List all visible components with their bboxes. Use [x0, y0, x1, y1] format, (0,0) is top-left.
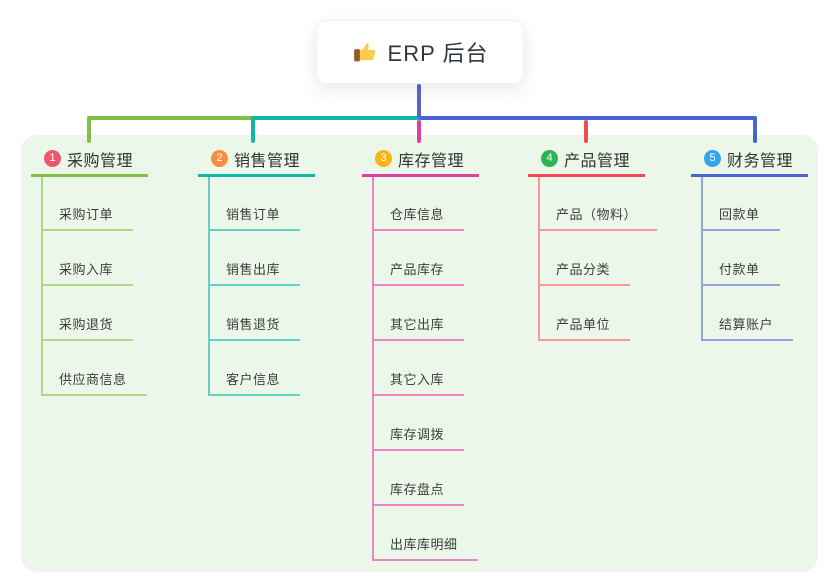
child-item[interactable]: 产品单位 [538, 316, 631, 341]
child-item[interactable]: 产品库存 [372, 261, 465, 286]
branch-sales: 2 销售管理 销售订单销售出库销售退货客户信息 [198, 0, 348, 588]
connector-branch-2-horizontal [251, 116, 421, 120]
branch-title: 采购管理 [67, 152, 134, 170]
child-item[interactable]: 其它入库 [372, 371, 465, 396]
child-item[interactable]: 产品（物料） [538, 206, 658, 231]
branch-trunk [208, 177, 210, 396]
connector-branch-3-drop [417, 120, 421, 143]
branches-panel [21, 135, 818, 572]
child-item[interactable]: 供应商信息 [41, 371, 147, 396]
branch-number-badge: 3 [375, 150, 392, 167]
child-item[interactable]: 结算账户 [701, 316, 794, 341]
root-node[interactable]: ERP 后台 [316, 20, 524, 84]
branch-trunk [701, 177, 703, 341]
connector-root-drop [417, 84, 421, 118]
branch-product: 4 产品管理 产品（物料） 产品分类产品单位 [528, 0, 678, 588]
connector-branch-1-drop [87, 116, 91, 143]
child-item[interactable]: 采购订单 [41, 206, 134, 231]
child-item[interactable]: 回款单 [701, 206, 780, 231]
child-item[interactable]: 销售退货 [208, 316, 301, 341]
child-item[interactable]: 出库库明细 [372, 536, 478, 561]
branch-title: 财务管理 [727, 152, 794, 170]
branch-trunk [538, 177, 540, 341]
child-item[interactable]: 仓库信息 [372, 206, 465, 231]
connector-branch-1-horizontal [87, 116, 255, 120]
child-item[interactable]: 销售出库 [208, 261, 301, 286]
child-item[interactable]: 产品分类 [538, 261, 631, 286]
branch-number-badge: 1 [44, 150, 61, 167]
branch-trunk [41, 177, 43, 396]
branch-finance-header[interactable]: 5 财务管理 [691, 146, 808, 177]
child-item[interactable]: 库存盘点 [372, 481, 465, 506]
child-item[interactable]: 库存调拨 [372, 426, 465, 451]
child-item[interactable]: 采购退货 [41, 316, 134, 341]
branch-finance: 5 财务管理 回款单付款单结算账户 [691, 0, 839, 588]
connector-branch-5-drop [753, 116, 757, 143]
branch-purchase-header[interactable]: 1 采购管理 [31, 146, 148, 177]
child-item[interactable]: 其它出库 [372, 316, 465, 341]
connector-branch-2-drop [251, 116, 255, 143]
branch-sales-header[interactable]: 2 销售管理 [198, 146, 315, 177]
root-title: ERP 后台 [387, 41, 489, 66]
child-item[interactable]: 付款单 [701, 261, 780, 286]
connector-branch-5-horizontal [419, 116, 757, 120]
connector-branch-4-drop [584, 120, 588, 143]
thumbs-up-icon [353, 43, 375, 62]
branch-inventory-header[interactable]: 3 库存管理 [362, 146, 479, 177]
branch-number-badge: 5 [704, 150, 721, 167]
branch-title: 销售管理 [234, 152, 301, 170]
child-item[interactable]: 采购入库 [41, 261, 134, 286]
branch-product-header[interactable]: 4 产品管理 [528, 146, 645, 177]
branch-inventory: 3 库存管理 仓库信息产品库存其它出库其它入库库存调拨库存盘点出库库明细 [362, 0, 512, 588]
branch-purchase: 1 采购管理 采购订单采购入库采购退货供应商信息 [31, 0, 181, 588]
child-item[interactable]: 客户信息 [208, 371, 301, 396]
branch-number-badge: 2 [211, 150, 228, 167]
branch-trunk [372, 177, 374, 561]
branch-title: 产品管理 [564, 152, 631, 170]
child-item[interactable]: 销售订单 [208, 206, 301, 231]
branch-number-badge: 4 [541, 150, 558, 167]
branch-title: 库存管理 [398, 152, 465, 170]
